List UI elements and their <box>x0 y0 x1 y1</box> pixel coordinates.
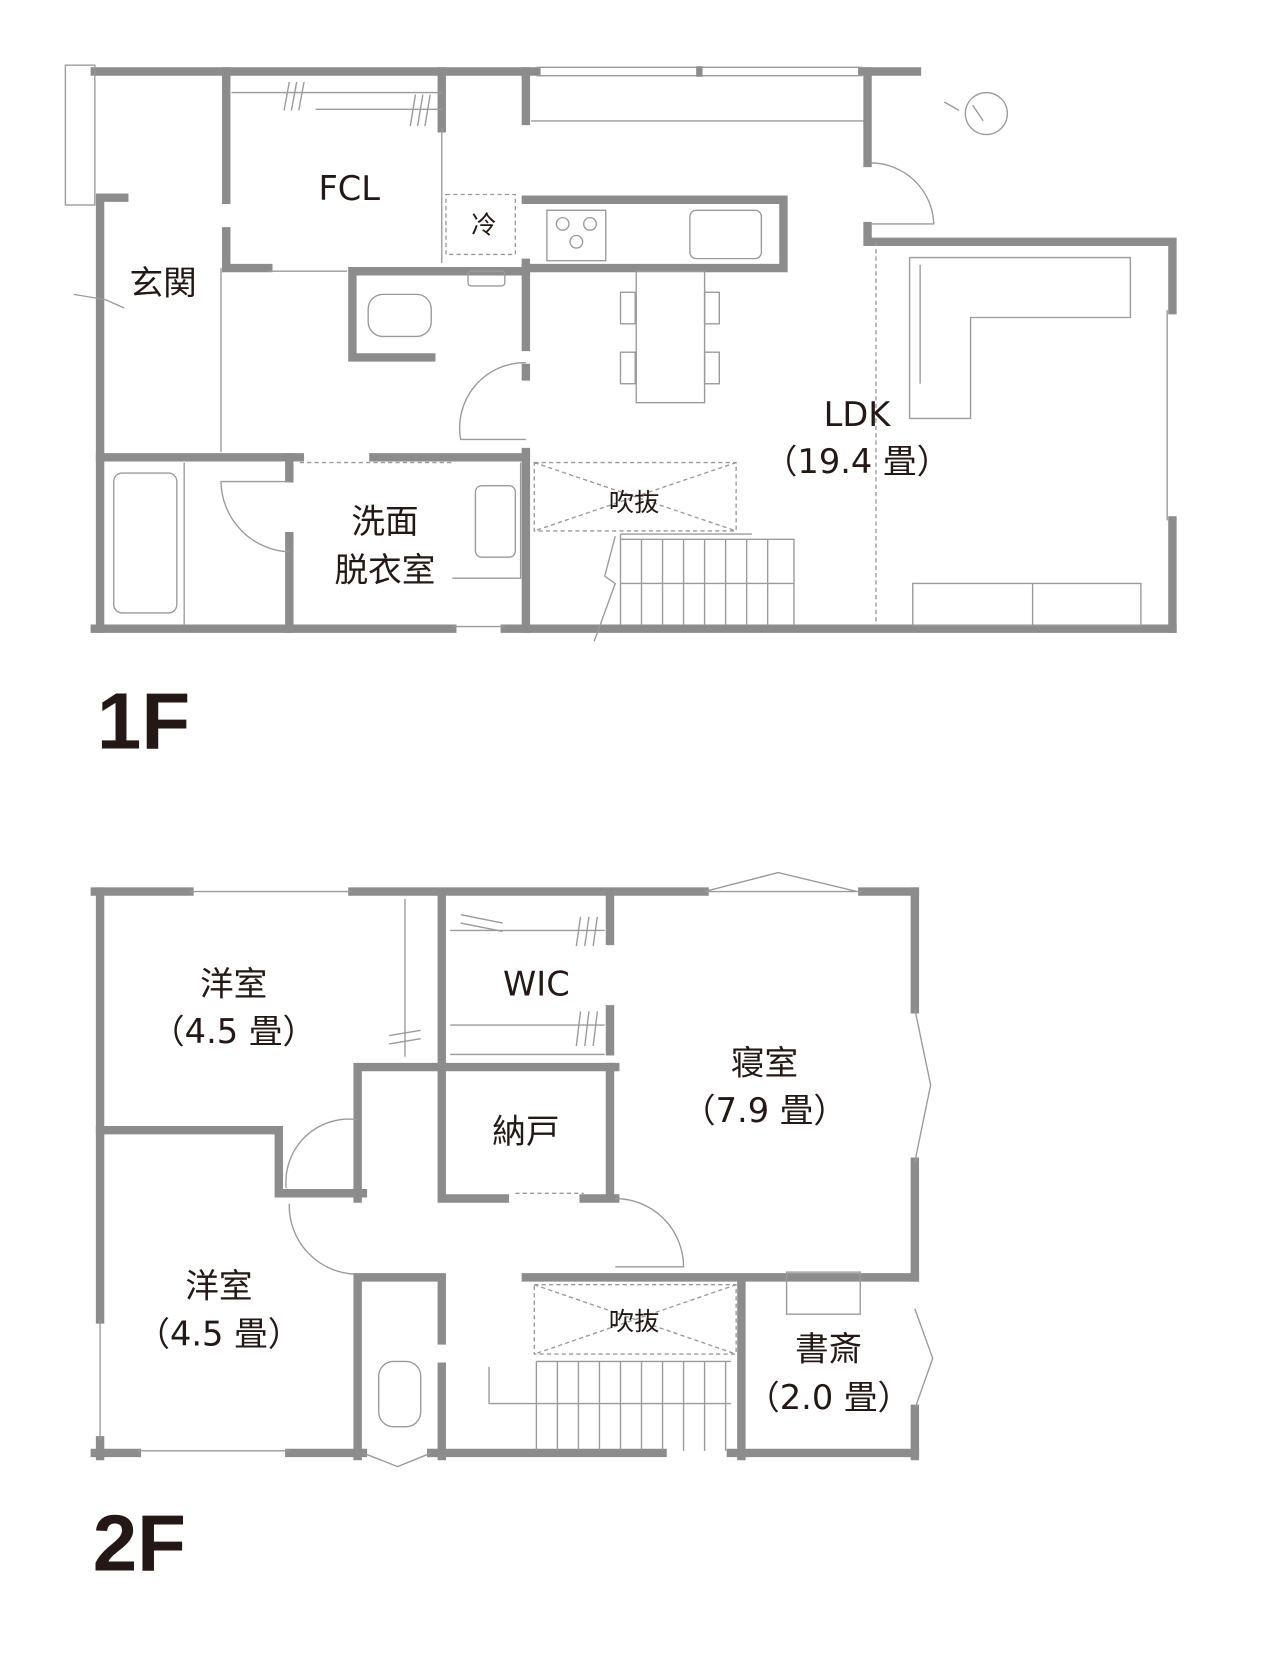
floor-label-1f: 1F <box>97 677 190 766</box>
room-label-dressing-room: 脱衣室 <box>335 550 436 589</box>
room-size-ldk: （19.4 畳） <box>764 442 950 481</box>
floor-plan-1f: FCL 冷 玄関 LDK （19.4 畳） 吹抜 洗面 脱衣室 1F <box>64 64 1177 766</box>
walls-1f <box>64 64 1177 642</box>
room-size-study: （2.0 畳） <box>746 1378 911 1417</box>
room-size-bedroom: （7.9 畳） <box>682 1091 847 1130</box>
room-label-void-2f: 吹抜 <box>609 1307 659 1336</box>
room-label-western-room-2: 洋室 <box>185 1266 252 1305</box>
room-label-entrance: 玄関 <box>130 263 197 302</box>
room-label-study: 書斎 <box>795 1329 862 1368</box>
room-size-western-room-2: （4.5 畳） <box>136 1315 301 1354</box>
room-label-western-room-1: 洋室 <box>200 965 267 1004</box>
floor-plan-2f: 洋室 （4.5 畳） WIC 寝室 （7.9 畳） 納戸 洋室 （4.5 畳） … <box>90 871 934 1588</box>
room-label-ldk: LDK <box>824 395 892 434</box>
room-label-void-1f: 吹抜 <box>609 488 659 517</box>
walls-2f <box>90 871 934 1468</box>
room-label-fridge: 冷 <box>471 210 496 239</box>
room-label-fcl: FCL <box>318 169 380 208</box>
floor-label-2f: 2F <box>93 1499 186 1588</box>
room-label-wic: WIC <box>503 965 570 1004</box>
room-label-washroom: 洗面 <box>351 502 418 541</box>
room-label-storage: 納戸 <box>492 1112 559 1151</box>
room-size-western-room-1: （4.5 畳） <box>151 1012 316 1051</box>
room-label-bedroom: 寝室 <box>731 1043 798 1082</box>
